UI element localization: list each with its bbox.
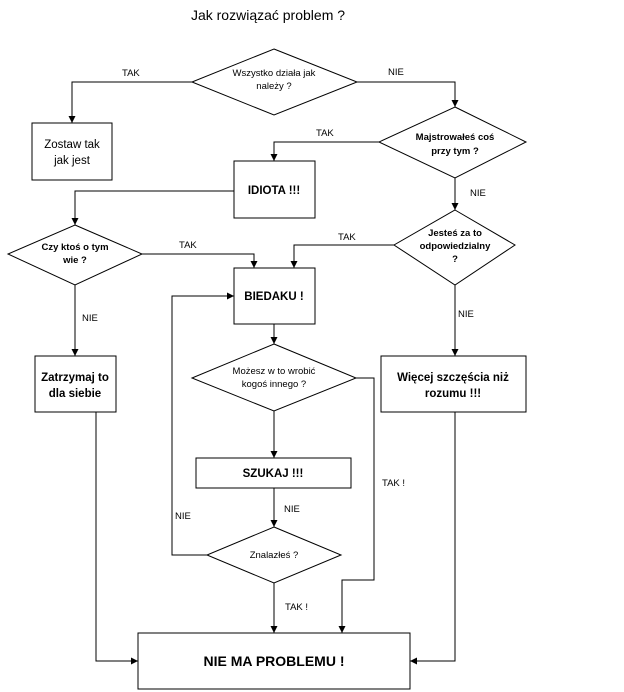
svg-text:NIE MA PROBLEMU !: NIE MA PROBLEMU ! — [203, 653, 344, 669]
node-idiot: IDIOTA !!! — [233, 160, 316, 219]
label-works-no: NIE — [388, 67, 404, 78]
svg-text:?: ? — [452, 254, 458, 265]
edge-found-no — [171, 292, 234, 556]
node-responsible-question: Jesteś za to odpowiedzialny ? — [393, 209, 516, 286]
label-responsible-yes: TAK — [338, 232, 356, 243]
label-found-yes: TAK ! — [285, 602, 308, 613]
svg-text:należy ?: należy ? — [256, 81, 291, 92]
edge-works-yes — [68, 81, 192, 123]
svg-text:przy tym ?: przy tym ? — [431, 146, 479, 157]
svg-text:Znalazłeś ?: Znalazłeś ? — [250, 550, 299, 561]
label-found-no: NIE — [175, 511, 191, 522]
svg-text:rozumu !!!: rozumu !!! — [425, 388, 481, 400]
node-more-luck: Więcej szczęścia niż rozumu !!! — [380, 355, 527, 413]
svg-text:SZUKAJ !!!: SZUKAJ !!! — [243, 468, 304, 480]
label-blame-yes: TAK ! — [382, 478, 405, 489]
edge-idiot-anyone — [71, 190, 234, 225]
svg-text:Więcej szczęścia niż: Więcej szczęścia niż — [397, 372, 509, 384]
label-responsible-no: NIE — [458, 309, 474, 320]
label-tinkered-no: NIE — [470, 188, 486, 199]
svg-text:odpowiedzialny: odpowiedzialny — [420, 241, 491, 252]
svg-text:Jesteś za to: Jesteś za to — [428, 228, 482, 239]
svg-text:dla siebie: dla siebie — [49, 388, 101, 400]
svg-text:Wszystko działa jak: Wszystko działa jak — [233, 68, 316, 79]
node-blame-question: Możesz w to wrobić kogoś innego ? — [190, 343, 358, 412]
node-search: SZUKAJ !!! — [195, 457, 352, 489]
node-works-question: Wszystko działa jak należy ? — [190, 48, 359, 116]
edge-luck-noproblem — [410, 412, 456, 665]
svg-text:IDIOTA !!!: IDIOTA !!! — [248, 185, 300, 197]
node-leave-it: Zostaw tak jak jest — [31, 122, 113, 181]
label-works-yes: TAK — [122, 68, 140, 79]
edge-tinkered-yes — [270, 141, 379, 161]
edge-works-no — [357, 81, 459, 107]
edge-keep-noproblem — [95, 412, 138, 665]
node-found-question: Znalazłeś ? — [205, 526, 343, 584]
edge-blame-yes — [338, 377, 375, 633]
edge-labels: TAK NIE TAK NIE TAK TAK NIE NIE TAK ! NI… — [82, 67, 486, 613]
node-no-problem: NIE MA PROBLEMU ! — [137, 632, 411, 690]
svg-text:Majstrowałeś coś: Majstrowałeś coś — [416, 132, 495, 143]
edge-responsible-yes — [290, 244, 394, 268]
connectors — [68, 81, 459, 665]
node-keep-it: Zatrzymaj to dla siebie — [34, 355, 117, 413]
svg-text:wie ?: wie ? — [62, 255, 87, 266]
svg-text:Czy ktoś o tym: Czy ktoś o tym — [41, 242, 108, 253]
node-tinkered-question: Majstrowałeś coś przy tym ? — [377, 106, 528, 179]
svg-text:kogoś innego ?: kogoś innego ? — [242, 379, 306, 390]
svg-text:Zatrzymaj to: Zatrzymaj to — [41, 372, 109, 384]
svg-text:Zostaw tak: Zostaw tak — [44, 139, 100, 151]
label-tinkered-yes: TAK — [316, 128, 334, 139]
edge-anyone-yes — [142, 253, 258, 268]
svg-text:jak jest: jak jest — [53, 155, 91, 167]
svg-text:BIEDAKU !: BIEDAKU ! — [244, 291, 303, 303]
label-anyone-no: NIE — [82, 313, 98, 324]
node-anyone-knows-question: Czy ktoś o tym wie ? — [6, 224, 144, 286]
page-title: Jak rozwiązać problem ? — [191, 7, 345, 23]
svg-text:Możesz w to wrobić: Możesz w to wrobić — [233, 366, 316, 377]
label-search-no: NIE — [284, 504, 300, 515]
label-anyone-yes: TAK — [179, 240, 197, 251]
node-poor-guy: BIEDAKU ! — [233, 267, 316, 325]
